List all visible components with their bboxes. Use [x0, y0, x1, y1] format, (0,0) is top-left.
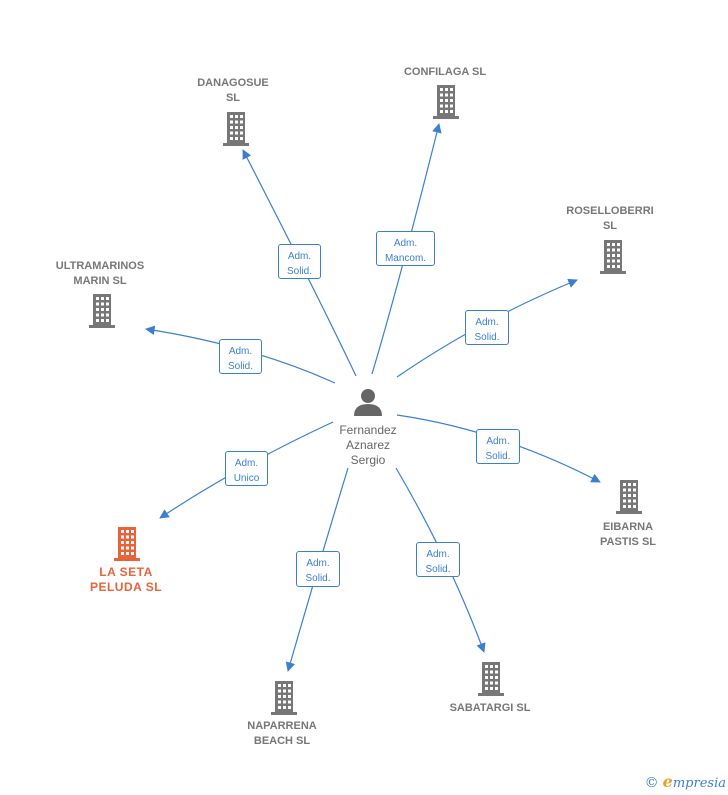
- building-icon-sabatargi[interactable]: [478, 662, 504, 696]
- company-label-la-seta-peluda[interactable]: LA SETA PELUDA SL: [89, 565, 163, 594]
- role-box-la-seta-peluda: Adm. Unico: [225, 451, 268, 486]
- building-icon-danagosue[interactable]: [223, 112, 249, 146]
- role-box-roselloberri: Adm. Solid.: [465, 310, 509, 345]
- building-icon-roselloberri[interactable]: [600, 240, 626, 274]
- role-box-confilaga: Adm. Mancom.: [376, 231, 435, 266]
- edge-danagosue: [242, 149, 357, 377]
- building-icon-eibarna-pastis[interactable]: [616, 480, 642, 514]
- copyright-icon: ©: [644, 775, 659, 791]
- brand-logo[interactable]: ©empresia: [645, 772, 726, 791]
- company-label-confilaga[interactable]: CONFILAGA SL: [403, 66, 487, 78]
- company-label-danagosue[interactable]: DANAGOSUE SL: [197, 77, 269, 104]
- company-label-sabatargi[interactable]: SABATARGI SL: [449, 702, 531, 714]
- building-icon-naparrena-beach[interactable]: [271, 681, 297, 715]
- brand-initial: e: [662, 772, 673, 791]
- company-label-eibarna-pastis[interactable]: EIBARNA PASTIS SL: [599, 521, 657, 548]
- building-icon-confilaga[interactable]: [433, 85, 459, 119]
- building-icon-la-seta-peluda[interactable]: [114, 527, 140, 561]
- person-name[interactable]: Fernandez Aznarez Sergio: [339, 423, 397, 467]
- role-box-ultramarinos-marin: Adm. Solid.: [219, 339, 262, 374]
- company-label-naparrena-beach[interactable]: NAPARRENA BEACH SL: [247, 720, 317, 747]
- role-box-sabatargi: Adm. Solid.: [416, 542, 460, 577]
- company-label-roselloberri[interactable]: ROSELLOBERRI SL: [566, 205, 654, 232]
- role-box-danagosue: Adm. Solid.: [278, 244, 321, 279]
- brand-name: mpresia: [672, 776, 726, 791]
- role-box-eibarna-pastis: Adm. Solid.: [476, 429, 520, 464]
- building-icon-ultramarinos-marin[interactable]: [89, 294, 115, 328]
- company-label-ultramarinos-marin[interactable]: ULTRAMARINOS MARIN SL: [55, 260, 145, 287]
- person-icon[interactable]: [354, 389, 382, 416]
- role-box-naparrena-beach: Adm. Solid.: [296, 551, 340, 587]
